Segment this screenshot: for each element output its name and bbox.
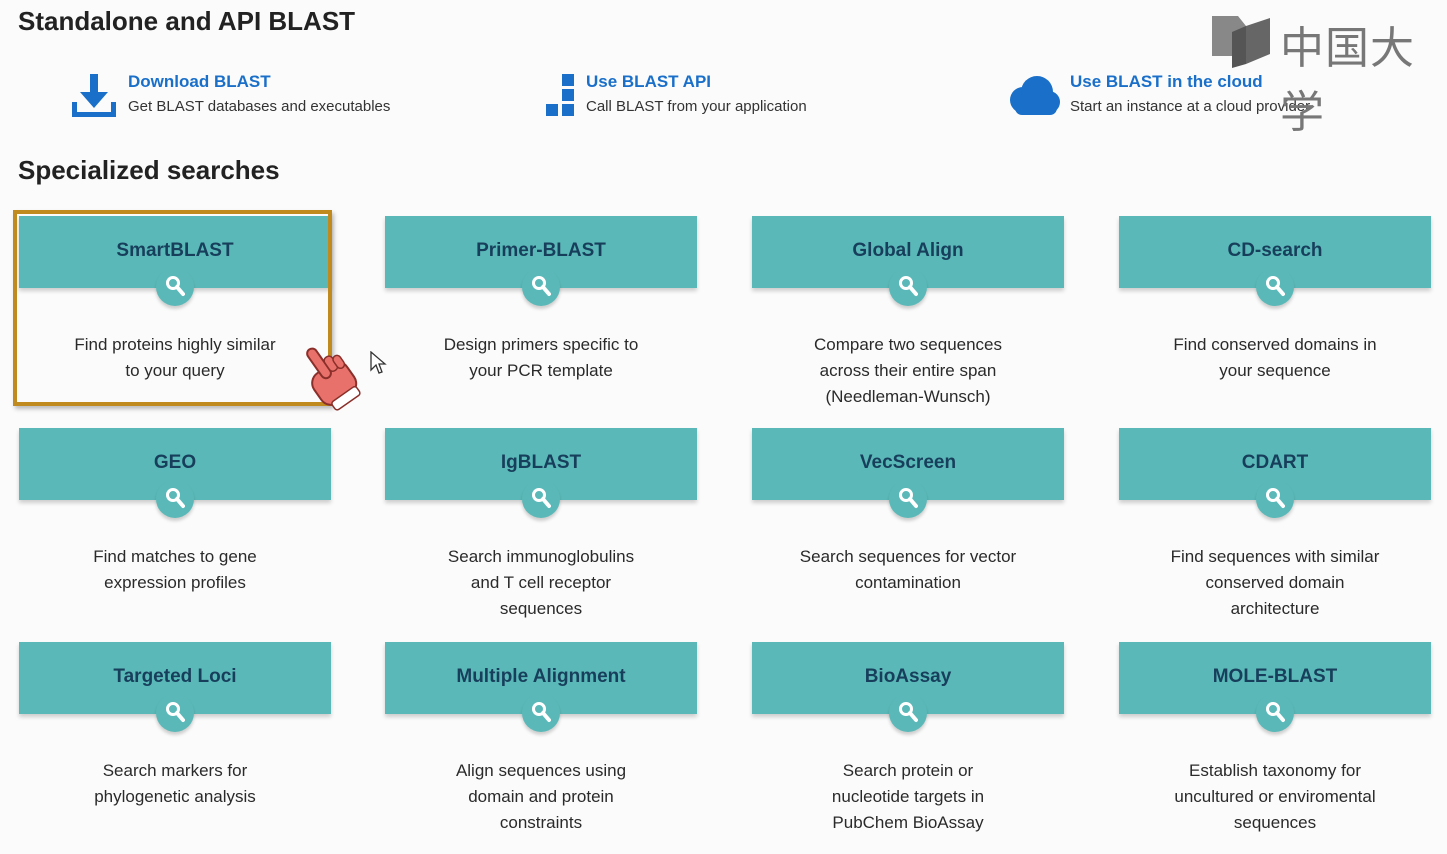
pointing-hand-icon [306,347,361,411]
blast-cloud-title[interactable]: Use BLAST in the cloud [1070,72,1263,91]
download-icon [72,74,116,117]
use-blast-api-title[interactable]: Use BLAST API [586,72,712,91]
card-title[interactable]: Targeted Loci [113,666,237,687]
mouse-cursor-icon [370,351,387,374]
search-icon[interactable] [156,694,194,732]
blast-cloud-subtitle: Start an instance at a cloud provider [1070,98,1311,115]
search-icon[interactable] [1256,268,1294,306]
search-icon[interactable] [1256,480,1294,518]
standalone-heading: Standalone and API BLAST [18,6,356,36]
search-icon[interactable] [522,694,560,732]
search-icon[interactable] [156,268,194,306]
search-icon[interactable] [156,480,194,518]
search-icon[interactable] [1256,694,1294,732]
search-icon[interactable] [889,694,927,732]
card-title[interactable]: Multiple Alignment [456,666,626,687]
search-icon[interactable] [889,480,927,518]
card-title[interactable]: VecScreen [859,452,957,473]
highlight-box [13,210,332,406]
card-title[interactable]: Global Align [852,240,964,261]
watermark-text: 中国大学 [1280,23,1415,138]
blocks-icon [546,74,574,116]
specialized-heading: Specialized searches [18,155,280,185]
card-title[interactable]: CDART [1241,452,1309,473]
card-title[interactable]: BioAssay [864,666,952,687]
card-title[interactable]: IgBLAST [500,452,582,473]
download-blast-title[interactable]: Download BLAST [128,72,271,91]
book-logo-icon [1212,16,1270,68]
download-blast-subtitle: Get BLAST databases and executables [128,98,391,115]
search-icon[interactable] [889,268,927,306]
card-title[interactable]: Primer-BLAST [476,240,606,261]
card-title[interactable]: MOLE-BLAST [1212,666,1338,687]
cloud-icon [1010,76,1060,115]
search-icon[interactable] [522,480,560,518]
search-icon[interactable] [522,268,560,306]
card-title[interactable]: GEO [153,452,197,473]
watermark-logo: 中国大学 [1208,10,1447,138]
card-title[interactable]: SmartBLAST [116,240,234,261]
card-title[interactable]: CD-search [1227,240,1323,261]
card-multiple-alignment[interactable]: Multiple Alignment Align sequences using… [385,642,697,836]
use-blast-api-subtitle: Call BLAST from your application [586,98,807,115]
